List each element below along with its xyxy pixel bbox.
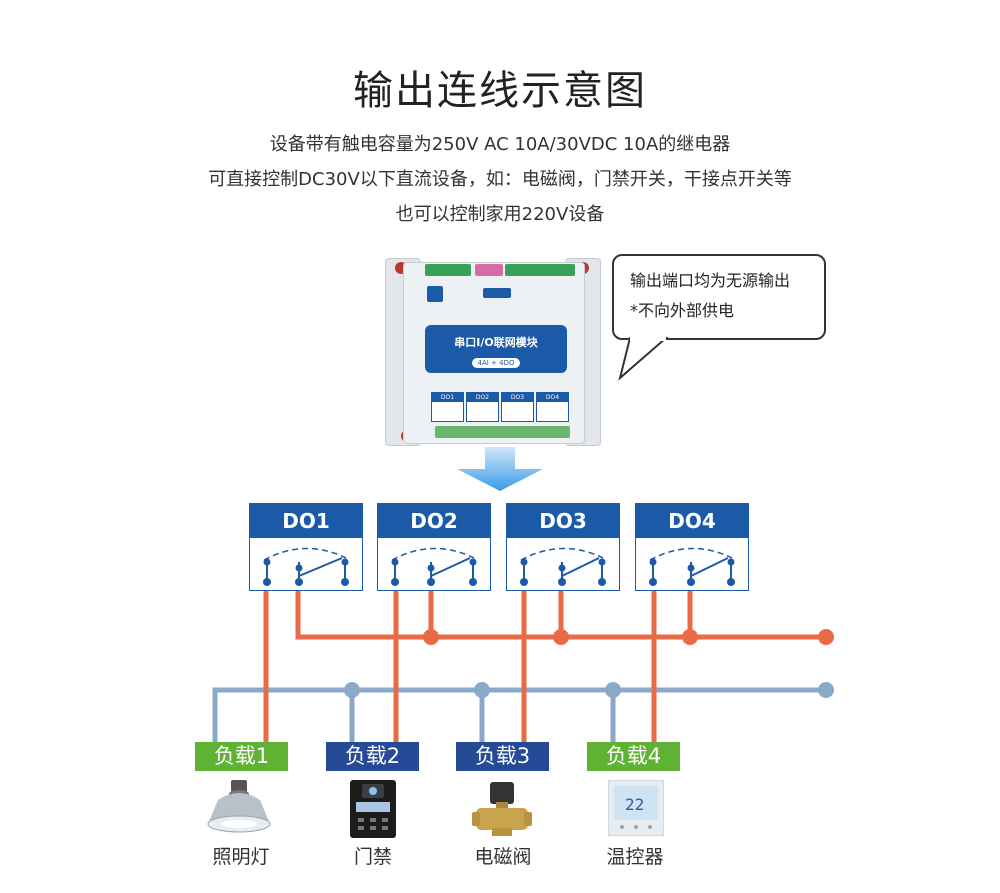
terminal-dot: [818, 629, 834, 645]
do-output-box: DO3: [506, 503, 620, 591]
terminal-block-bottom: [435, 426, 570, 438]
device-panel-title: 串口I/O联网模块: [454, 336, 538, 349]
io-module-device: 串口I/O联网模块 4AI + 4DO DO1 DO2 DO3 DO4: [385, 250, 601, 450]
relay-contact-icon: [391, 547, 477, 586]
load-label: 负载2: [326, 742, 419, 771]
description-line-1: 设备带有触电容量为250V AC 10A/30VDC 10A的继电器: [269, 134, 731, 155]
door-access-panel-icon: [350, 780, 396, 838]
callout-line-2: *不向外部供电: [630, 301, 735, 320]
common-bus-wire: [212, 687, 829, 763]
description-line-3: 也可以控制家用220V设备: [395, 204, 605, 225]
power-bus-wire: [295, 589, 829, 640]
junction-dot: [682, 629, 698, 645]
load-label: 负载4: [587, 742, 680, 771]
load-caption: 照明灯: [212, 846, 270, 868]
do-output-label: DO3: [507, 504, 619, 538]
callout-line-1: 输出端口均为无源输出: [630, 271, 791, 290]
junction-dot: [474, 682, 490, 698]
load-caption: 温控器: [606, 846, 664, 868]
do-output-box: DO4: [635, 503, 749, 591]
relay-contact-icon: [263, 547, 349, 586]
terminal-block: [425, 264, 471, 276]
description-line-2: 可直接控制DC30V以下直流设备，如：电磁阀，门禁开关，干接点开关等: [208, 169, 792, 190]
do-output-box: DO1: [249, 503, 363, 591]
do-output-box: DO2: [377, 503, 491, 591]
thermostat-icon: 22: [608, 780, 664, 836]
down-arrow-icon: [457, 447, 543, 491]
do-output-label: DO2: [378, 504, 490, 538]
high-bay-lamp-icon: [207, 780, 271, 833]
do-output-label: DO1: [250, 504, 362, 538]
callout-tail: [618, 337, 669, 381]
callout-bubble: 输出端口均为无源输出 *不向外部供电: [612, 254, 826, 340]
device-do-label: DO1: [431, 392, 464, 422]
load-label: 负载1: [195, 742, 288, 771]
svg-text:22: 22: [625, 795, 644, 814]
relay-contact-icon: [520, 547, 606, 586]
relay-contact-icon: [649, 547, 735, 586]
load-label: 负载3: [456, 742, 549, 771]
device-do-label: DO3: [501, 392, 534, 422]
terminal-block: [505, 264, 575, 276]
terminal-dot: [818, 682, 834, 698]
page-title: 输出连线示意图: [353, 68, 647, 114]
solenoid-valve-icon: [472, 782, 532, 836]
power-terminal-icon: [427, 286, 443, 302]
dip-switch: [475, 264, 503, 276]
device-panel-subtitle: 4AI + 4DO: [471, 358, 521, 368]
junction-dot: [344, 682, 360, 698]
device-label-panel: 串口I/O联网模块 4AI + 4DO: [425, 325, 567, 373]
mode-switch-icon: [483, 288, 511, 298]
load-caption: 门禁: [353, 846, 392, 868]
junction-dot: [553, 629, 569, 645]
junction-dot: [605, 682, 621, 698]
junction-dot: [423, 629, 439, 645]
load-caption: 电磁阀: [474, 846, 532, 868]
device-do-label: DO2: [466, 392, 499, 422]
device-do-label: DO4: [536, 392, 569, 422]
do-output-label: DO4: [636, 504, 748, 538]
